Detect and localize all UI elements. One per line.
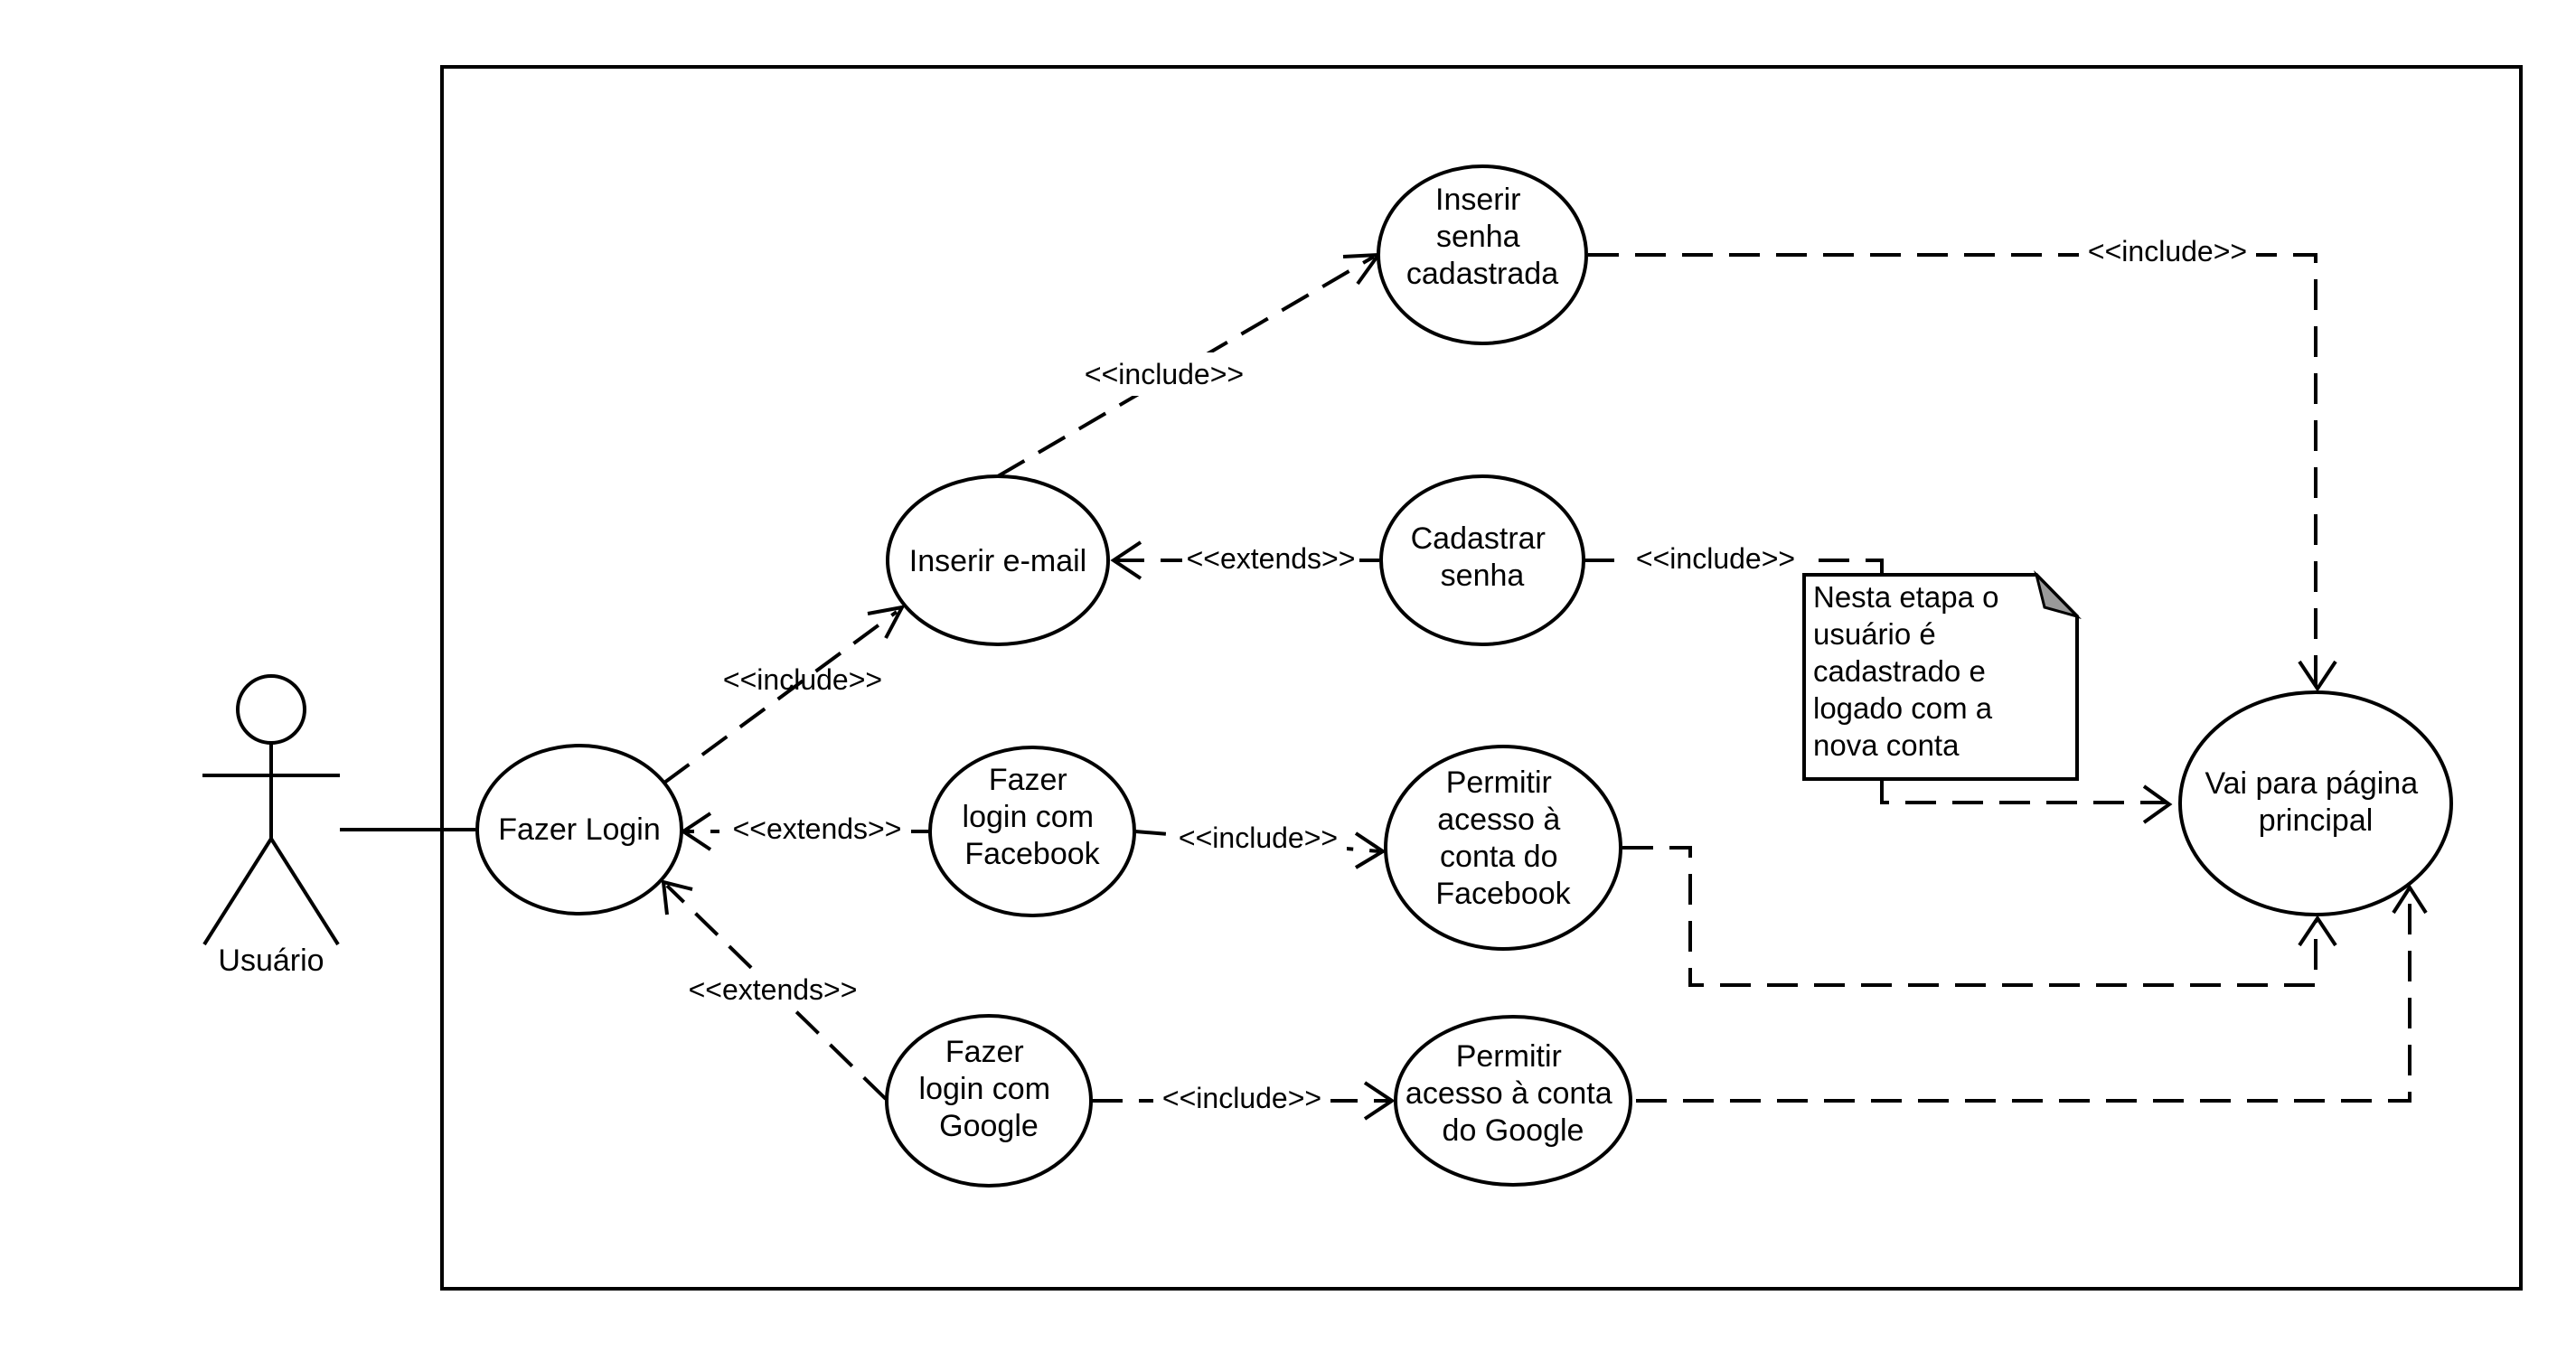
svg-text:Permitir acesso à: Permitir acesso à conta do Facebook [1435, 765, 1571, 911]
actor-usuario: Usuário [202, 674, 340, 978]
relation-facebook-to-login: <<extends>> [680, 808, 929, 851]
svg-text:Permitir acesso à conta: Permitir acesso à conta do Google [1406, 1039, 1621, 1148]
relation-label: <<include>> [723, 663, 882, 696]
svg-text:Cadastrar senha: Cadastrar senha [1411, 521, 1555, 593]
use-case-label: Facebook [1435, 877, 1571, 911]
use-case-label: cadastrada [1406, 257, 1558, 291]
svg-text:Fazer login com Go: Fazer login com Google [919, 1035, 1059, 1143]
relation-facebook-to-acesso: <<include>> [1134, 819, 1387, 869]
relation-acesso-facebook-to-principal [1622, 846, 2337, 987]
connector [1588, 253, 2317, 687]
use-case-label: Fazer Login [498, 812, 661, 847]
relation-google-to-acesso: <<include>> [1092, 1079, 1396, 1121]
relation-cadastrar-to-email: <<extends>> [1110, 539, 1379, 580]
arrow-head [1363, 1081, 1396, 1121]
note-line: Nesta etapa o [1813, 580, 1998, 614]
use-case-login-facebook: Fazer login com Facebook [928, 746, 1136, 917]
label-bg [1076, 352, 1253, 396]
use-case-label: acesso à [1437, 803, 1560, 837]
system-boundary [440, 65, 2523, 1291]
svg-text:Nesta etapa o usuário é: Nesta etapa o usuário é cadastrado e log… [1813, 580, 2007, 762]
use-case-acesso-google: Permitir acesso à conta do Google [1394, 1015, 1632, 1187]
note-line: cadastrado e [1813, 654, 1986, 688]
use-case-label: login com [963, 800, 1095, 834]
connector [663, 610, 898, 784]
relation-login-to-email: <<include>> [663, 605, 906, 784]
relation-senha-to-principal: <<include>> [1588, 233, 2337, 692]
arrow-head [867, 605, 906, 639]
arrow-head [2298, 915, 2337, 947]
relation-email-to-senha: <<include>> [996, 252, 1383, 478]
actor-head [236, 674, 306, 745]
use-case-label: Vai para página [2205, 766, 2418, 801]
use-case-pagina-principal: Vai para página principal [2178, 690, 2453, 916]
relation-label: <<include>> [1179, 822, 1338, 854]
arrow-head [1354, 831, 1387, 869]
label-bg [719, 808, 911, 851]
use-case-label: senha [1436, 220, 1520, 254]
use-case-label: Permitir [1446, 765, 1552, 800]
use-case-label: acesso à conta [1406, 1076, 1612, 1111]
arrow-head [2298, 660, 2337, 692]
actor-right-leg [269, 837, 340, 946]
label-bg [680, 969, 864, 1010]
arrow-head [2142, 784, 2173, 824]
use-case-label: Cadastrar [1411, 521, 1546, 556]
note-fold [2034, 569, 2082, 619]
relation-label: <<extends>> [1187, 542, 1356, 575]
relation-label: <<extends>> [689, 973, 858, 1006]
arrow-head [661, 879, 693, 915]
use-case-label: do Google [1443, 1113, 1584, 1148]
use-case-label: Google [939, 1109, 1039, 1143]
use-case-inserir-senha: Inserir senha cadastrada [1377, 164, 1588, 345]
arrow-head [680, 812, 712, 851]
svg-text:Inserir senha cada: Inserir senha cadastrada [1406, 183, 1558, 291]
actor-label: Usuário [218, 944, 324, 978]
relation-google-to-login: <<extends>> [661, 879, 888, 1101]
use-case-label: Inserir e-mail [909, 544, 1086, 578]
actor-left-leg [202, 837, 273, 946]
arrow-head [1110, 540, 1142, 580]
label-bg [1170, 819, 1347, 860]
relation-acesso-google-to-principal [1636, 884, 2428, 1103]
note-line: usuário é [1813, 617, 1936, 651]
use-case-label: principal [2259, 803, 2374, 838]
use-case-label: conta do [1440, 840, 1557, 874]
arrow-head [1342, 252, 1383, 286]
label-bg [1153, 1079, 1330, 1121]
relation-label: <<include>> [2088, 235, 2247, 268]
label-bg [2079, 233, 2256, 275]
use-case-label: Inserir [1435, 183, 1520, 217]
connector [1622, 846, 2317, 987]
svg-text:Fazer Login: Fazer Login [498, 812, 661, 847]
arrow-head [2392, 884, 2428, 915]
relation-cadastrar-to-principal: <<include>> [1584, 539, 2173, 824]
svg-text:Vai para página principa: Vai para página principal [2205, 766, 2426, 838]
use-case-label: Permitir [1456, 1039, 1562, 1074]
label-bg [1627, 539, 1804, 580]
use-case-label: Facebook [964, 837, 1100, 871]
relation-label: <<extends>> [733, 812, 902, 845]
use-case-inserir-email: Inserir e-mail [886, 474, 1110, 646]
label-bg [1182, 539, 1359, 580]
svg-text:Inserir e-mail: Inserir e-mail [909, 544, 1086, 578]
relation-label: <<include>> [1162, 1082, 1321, 1114]
use-case-label: login com [919, 1072, 1051, 1106]
note-line: nova conta [1813, 728, 1960, 762]
relation-label: <<include>> [1085, 358, 1244, 390]
note-body [1802, 573, 2079, 781]
use-case-fazer-login: Fazer Login [475, 744, 683, 915]
use-case-acesso-facebook: Permitir acesso à conta do Facebook [1384, 745, 1622, 951]
use-case-label: senha [1441, 559, 1525, 593]
use-case-login-google: Fazer login com Google [885, 1014, 1093, 1188]
connector [1636, 889, 2411, 1103]
relation-label: <<include>> [1636, 542, 1795, 575]
use-case-cadastrar-senha: Cadastrar senha [1379, 474, 1585, 646]
note: Nesta etapa o usuário é cadastrado e log… [1802, 569, 2082, 781]
use-case-label: Fazer [989, 763, 1067, 797]
use-case-label: Fazer [945, 1035, 1024, 1069]
svg-text:Fazer login com Fa: Fazer login com Facebook [963, 763, 1103, 871]
note-line: logado com a [1813, 691, 1993, 725]
